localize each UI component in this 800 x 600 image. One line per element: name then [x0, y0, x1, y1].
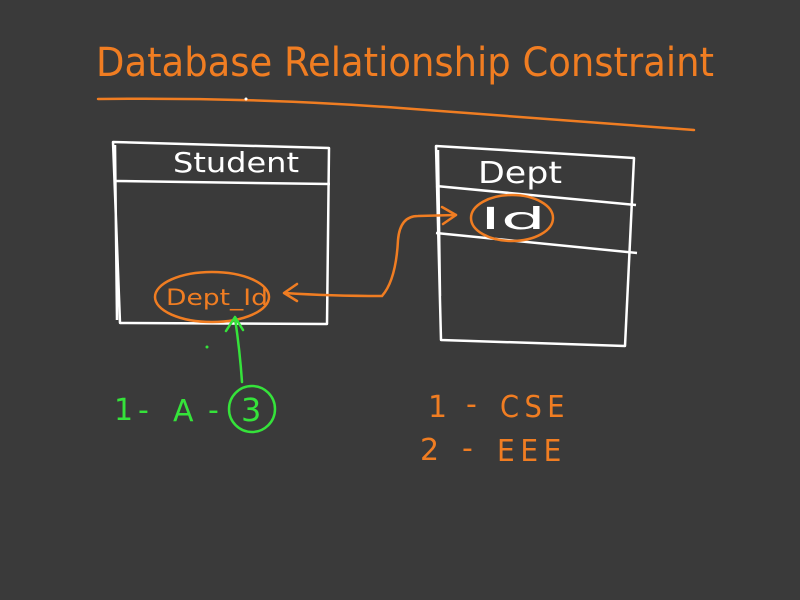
dept-ref-circle: [227, 384, 277, 434]
dept-id-pk-label: Id: [480, 202, 546, 237]
student-example-row: 1 - A - 3: [114, 315, 277, 434]
title-underline: [96, 97, 696, 132]
example-separator-2: -: [208, 393, 219, 428]
dept-row-1-separator: -: [466, 387, 477, 422]
student-table: Student Dept_Id: [111, 140, 331, 326]
dept-row-divider: [435, 231, 638, 255]
example-student-name: A: [173, 394, 194, 429]
dept-table-outline: [434, 144, 636, 348]
example-student-id: 1: [114, 393, 133, 428]
dept-row-2-id: 2: [420, 433, 439, 468]
connector-arrowhead-left: [282, 282, 299, 303]
stray-dot-green: [205, 345, 209, 349]
example-separator-1: -: [138, 393, 149, 428]
dept-id-fk-label: Dept_Id: [166, 286, 268, 311]
student-header-divider: [114, 179, 331, 186]
dept-row-1-id: 1: [428, 390, 447, 425]
dept-rows-list: 1 - CSE 2 - EEE: [420, 387, 570, 469]
diagram-title: Database Relationship Constraint: [96, 40, 714, 86]
dept-header-divider: [435, 184, 637, 207]
connector-arrowhead-right: [440, 205, 458, 226]
stray-dot-white: [244, 97, 248, 101]
green-reference-arrow: [233, 316, 244, 384]
green-arrowhead: [224, 315, 245, 333]
dept-row-2-separator: -: [462, 431, 473, 466]
student-table-header: Student: [173, 146, 299, 179]
example-dept-ref: 3: [241, 391, 261, 429]
dept-id-pk-circle: [469, 193, 555, 243]
relationship-connector: [282, 205, 458, 303]
dept-table-header: Dept: [478, 156, 562, 191]
dept-row-2-name: EEE: [497, 434, 567, 469]
connector-line: [283, 213, 458, 298]
student-table-outline: [111, 140, 331, 326]
dept-table: Dept Id: [434, 144, 638, 348]
dept-row-1-name: CSE: [500, 390, 570, 425]
dept-id-fk-circle: [153, 270, 271, 324]
